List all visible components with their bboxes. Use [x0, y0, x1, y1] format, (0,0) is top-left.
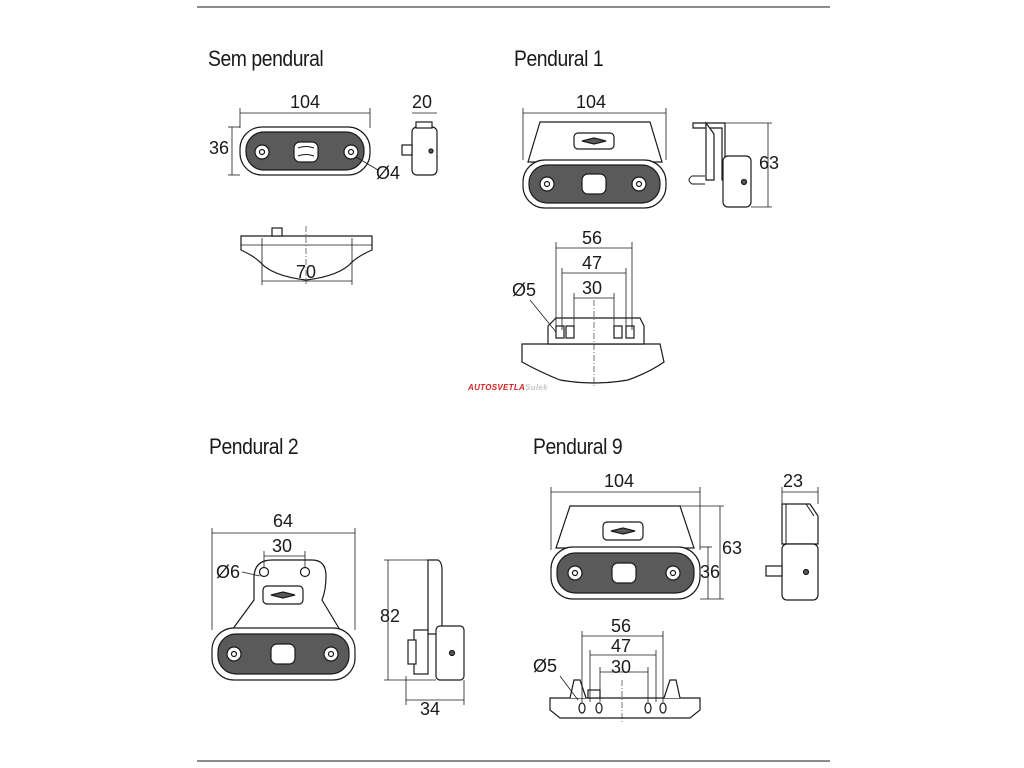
pendural-2-title: Pendural 2: [209, 434, 299, 459]
watermark-suffix: Sulek: [525, 383, 548, 392]
pendural-9-height-label: 63: [722, 538, 743, 558]
pendural-1-span-outer-label: 56: [582, 228, 603, 248]
top-divider: [197, 6, 830, 8]
sem-pendural-height-label: 36: [209, 138, 230, 158]
watermark-brand: AUTOSVETLA: [468, 383, 526, 392]
pendural-9-front-view: [550, 487, 724, 600]
pendural-2-depth-label: 34: [420, 699, 441, 719]
bottom-divider: [197, 760, 830, 762]
pendural-1-span-inner-label: 30: [582, 278, 603, 298]
sem-pendural-title: Sem pendural: [208, 46, 324, 71]
pendural-2-spacing-label: 30: [272, 536, 293, 556]
pendural-2-height-label: 82: [380, 606, 401, 626]
pendural-2-width-label: 64: [273, 511, 294, 531]
pendural-9-span-mid-label: 47: [611, 636, 632, 656]
pendural-9-span-outer-label: 56: [611, 616, 632, 636]
pendural-9-side-view: [765, 487, 819, 601]
sem-pendural-front-view: [239, 126, 371, 176]
pendural-1-width-label: 104: [576, 92, 607, 112]
sem-pendural-spacing-label: 70: [296, 262, 317, 282]
pendural-9-width-label: 104: [604, 471, 635, 491]
pendural-9-depth-label: 23: [783, 471, 804, 491]
pendural-9-lamp-height-label: 36: [700, 562, 721, 582]
pendural-2-hole-label: Ø6: [216, 562, 241, 582]
sem-pendural-side-view: [401, 112, 438, 176]
pendural-2-side-view: [384, 559, 465, 705]
sem-pendural-depth-label: 20: [412, 92, 433, 112]
pendural-1-side-view: [688, 121, 772, 208]
pendural-1-front-view: [522, 108, 667, 209]
pendural-2-front-view: [211, 528, 356, 681]
sem-pendural-top-view: [240, 226, 373, 285]
pendural-1-title: Pendural 1: [514, 46, 604, 71]
pendural-1-span-mid-label: 47: [582, 253, 603, 273]
sem-pendural-hole-label: Ø4: [376, 163, 401, 183]
pendural-9-top-view: [549, 631, 701, 724]
pendural-9-hole-label: Ø5: [533, 656, 558, 676]
watermark: AUTOSVETLASulek: [468, 383, 548, 392]
pendural-9-span-inner-label: 30: [611, 657, 632, 677]
pendural-1-height-label: 63: [759, 153, 780, 173]
sem-pendural-dim-lines: [228, 108, 379, 176]
pendural-9-title: Pendural 9: [533, 434, 623, 459]
pendural-1-hole-label: Ø5: [512, 280, 537, 300]
sem-pendural-width-label: 104: [290, 92, 321, 112]
pendural-1-top-view: [521, 242, 665, 386]
